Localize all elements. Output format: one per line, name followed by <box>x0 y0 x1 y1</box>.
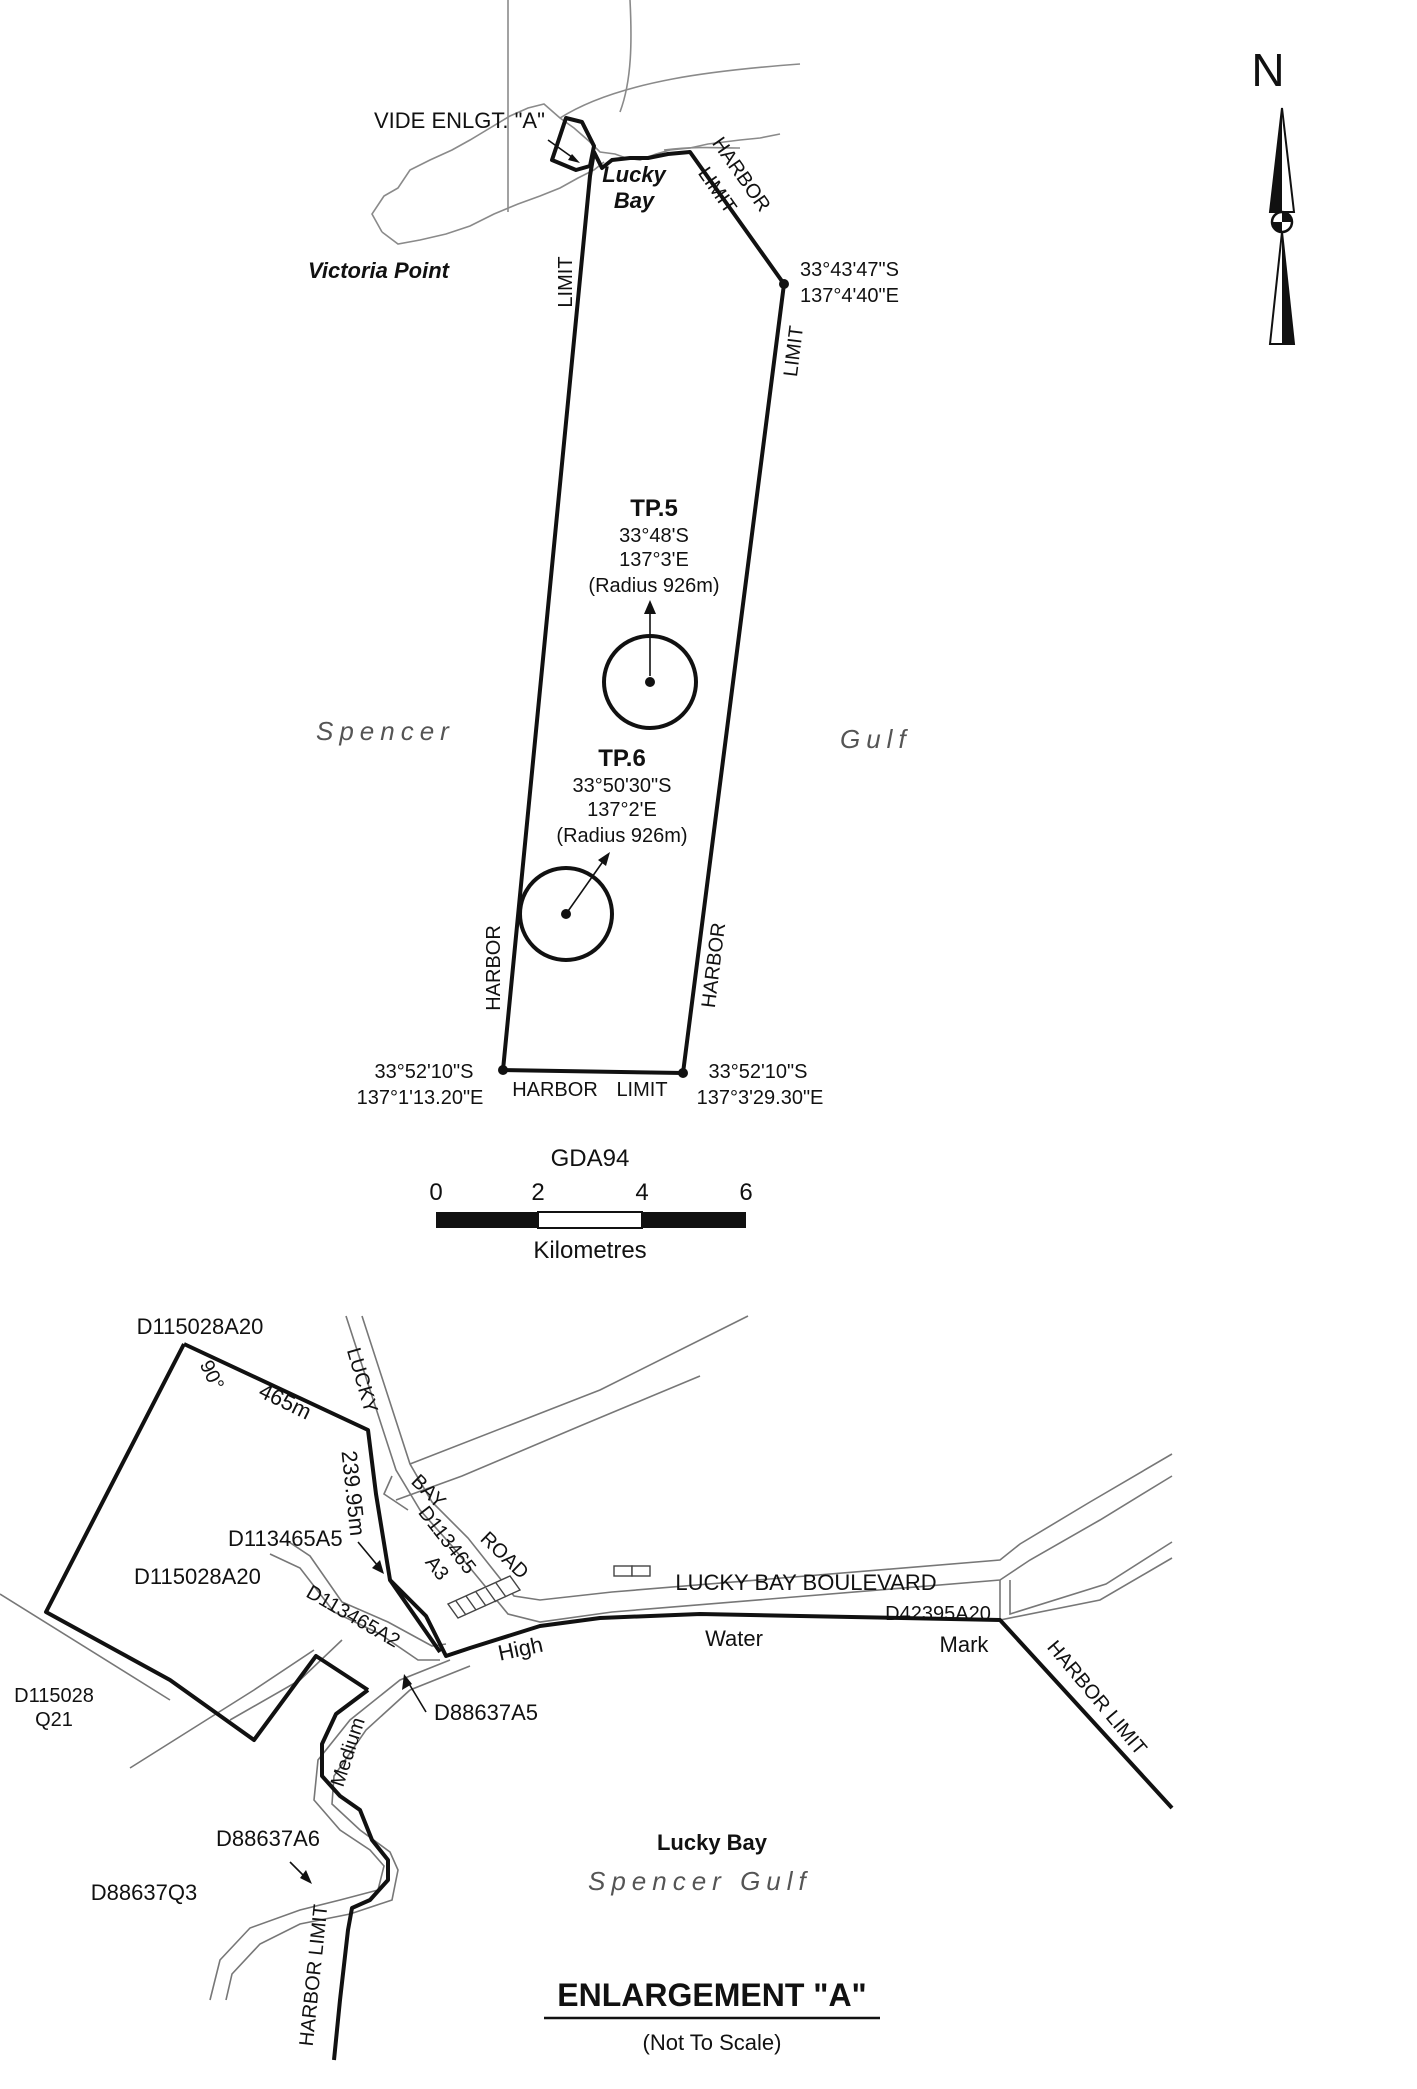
corner-sw-point <box>498 1065 508 1075</box>
lucky-bay-enlargement-label: Lucky Bay <box>657 1830 768 1855</box>
vide-enlargement-label: VIDE ENLGT. "A" <box>374 108 545 133</box>
d115028a20-mid-label: D115028A20 <box>134 1564 261 1589</box>
d115028q21-label-1: D115028 <box>14 1685 94 1707</box>
harbor-limit-label: HARBOR LIMIT <box>1042 1637 1150 1760</box>
tp5-lon: 137°3'E <box>619 549 689 571</box>
scale-tick-2: 2 <box>531 1179 544 1206</box>
d42395a20-label: D42395A20 <box>885 1603 991 1625</box>
spencer-gulf-label: Spencer Gulf <box>588 1866 812 1896</box>
spencer-label: Spencer <box>316 716 455 746</box>
coord-se-lon: 137°3'29.30"E <box>697 1087 824 1109</box>
scale-bar: GDA94 0 2 4 6 Kilometres <box>429 1145 752 1264</box>
water-label: Water <box>705 1626 763 1651</box>
enlargement-title: ENLARGEMENT "A" <box>557 1977 866 2013</box>
coord-se-lat: 33°52'10"S <box>709 1061 808 1083</box>
coord-sw-lat: 33°52'10"S <box>375 1061 474 1083</box>
enlargement-a: D115028A20 90° 465m 239.95m LUCKY BAY RO… <box>0 1314 1174 2061</box>
victoria-point-label: Victoria Point <box>308 258 451 283</box>
d88637q3-label: D88637Q3 <box>91 1880 197 1905</box>
mark-label: Mark <box>940 1632 990 1657</box>
north-arrow: N <box>1251 44 1296 345</box>
d115028a20-top-label: D115028A20 <box>137 1314 264 1339</box>
d113465a5-label: D113465A5 <box>228 1526 343 1551</box>
corner-ne-point <box>779 279 789 289</box>
tp6-name: TP.6 <box>598 745 646 772</box>
tp6-lon: 137°2'E <box>587 799 657 821</box>
scale-tick-4: 4 <box>635 1179 648 1206</box>
corner-se-point <box>678 1068 688 1078</box>
scale-tick-6: 6 <box>739 1179 752 1206</box>
gulf-label: Gulf <box>840 724 912 754</box>
road-label: ROAD <box>476 1528 533 1584</box>
overview-map: VIDE ENLGT. "A" Lucky Bay Victoria Point… <box>308 0 912 1109</box>
enlargement-subtitle: (Not To Scale) <box>643 2030 782 2055</box>
lucky-bay-label-1: Lucky <box>602 162 667 187</box>
datum-label: GDA94 <box>551 1145 630 1172</box>
enlargement-boundary <box>183 1342 1174 1810</box>
coord-ne-lon: 137°4'40"E <box>800 285 899 307</box>
d88637a6-label: D88637A6 <box>216 1826 320 1851</box>
harbor-right-label: HARBOR <box>698 921 730 1009</box>
tp6-lat: 33°50'30"S <box>573 775 672 797</box>
lucky-bay-label-2: Bay <box>614 188 656 213</box>
harbor-bottom-label: HARBOR <box>512 1079 598 1101</box>
tp5-name: TP.5 <box>630 495 678 522</box>
coord-ne-lat: 33°43'47"S <box>800 259 899 281</box>
coord-sw-lon: 137°1'13.20"E <box>357 1087 484 1109</box>
dim-239-label: 239.95m <box>337 1449 371 1537</box>
d113465a2-label: D113465A2 <box>302 1581 403 1652</box>
harbor-limit-boundary <box>501 150 786 1075</box>
medium-high-water-line <box>320 1688 390 2061</box>
tp6-radius: (Radius 926m) <box>556 825 687 847</box>
north-label: N <box>1251 44 1284 96</box>
harbor-left-label: HARBOR <box>483 925 505 1011</box>
lucky-bay-boulevard-label: LUCKY BAY BOULEVARD <box>675 1570 936 1595</box>
north-arrow-icon <box>1268 107 1296 345</box>
medium-label: Medium <box>327 1715 370 1789</box>
tp5-radius: (Radius 926m) <box>588 575 719 597</box>
dim-465-label: 465m <box>255 1378 315 1425</box>
tp6-circle <box>518 866 614 962</box>
limit-left-label: LIMIT <box>555 256 577 307</box>
tp5-lat: 33°48'S <box>619 525 689 547</box>
enlargement-a-box <box>550 116 596 172</box>
hatched-block <box>446 1575 522 1619</box>
d88637a5-label: D88637A5 <box>434 1700 538 1725</box>
scale-unit: Kilometres <box>533 1237 646 1264</box>
d115028q21-label-2: Q21 <box>35 1709 73 1731</box>
limit-right-label: LIMIT <box>780 325 808 378</box>
scale-tick-0: 0 <box>429 1179 442 1206</box>
harbor-limit-bottom-label: HARBOR LIMIT <box>296 1903 333 2047</box>
limit-bottom-label: LIMIT <box>616 1079 667 1101</box>
